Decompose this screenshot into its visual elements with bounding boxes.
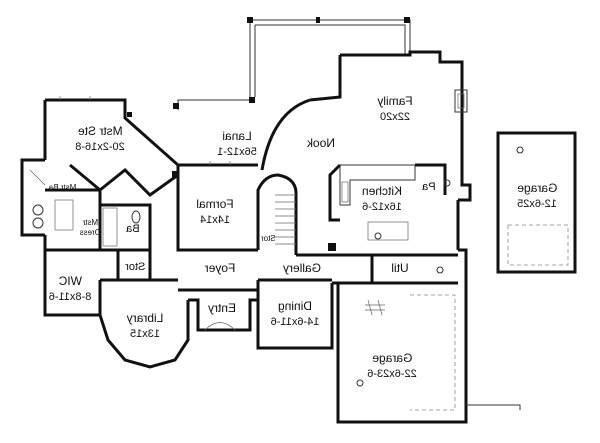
pa-name: Pa [421,181,435,193]
garage-large-name: Garage [372,351,412,365]
lanai-dims: 56x12-1 [217,146,257,158]
util-name: Util [391,261,408,275]
room-labels: Mstr Ste 20-2x16-8 Lanai 56x12-1 Nook Fa… [48,94,557,380]
dining-dims: 14-6x11-6 [271,316,320,328]
interior-walls [45,163,460,315]
mstr-ste-dims: 20-2x16-8 [75,141,125,153]
ba-name: Ba [125,223,139,235]
mstr-ba-name: Mstr Ba [48,183,76,192]
library-dims: 13x15 [130,328,160,340]
entry-name: Entry [208,301,236,315]
mstr-ste-name: Mstr Ste [78,124,123,138]
foyer-name: Foyer [205,261,236,275]
stair-treads [275,194,296,245]
kitchen-dims: 16x12-6 [362,201,402,213]
lanai-outline [173,17,411,110]
exterior-walls [20,50,577,424]
kitchen-name: Kitchen [362,184,402,198]
nook-name: Nook [306,136,335,150]
library-name: Library [127,311,164,325]
garage-small-dims: 12-6x25 [517,198,557,210]
mstr-dress-name: Mstr [82,218,98,227]
garage-small-name: Garage [517,181,557,195]
formal-name: Formal [196,197,233,211]
formal-dims: 14x14 [200,214,230,226]
garage-large-dims: 22-6x23-6 [367,368,417,380]
gallery-name: Gallery [283,261,321,275]
dining-name: Dining [278,299,312,313]
wic-name: WIC [58,274,82,288]
mstr-dress-name2: Dress [80,228,101,237]
wic-dims: 8-8x11-6 [49,291,92,303]
lanai-name: Lanai [222,129,251,143]
family-dims: 22x20 [380,111,410,123]
stor-stair-name: Stor [261,234,276,243]
stor-hall-name: Stor [125,261,146,273]
fixtures [29,89,569,411]
family-name: Family [377,94,412,108]
